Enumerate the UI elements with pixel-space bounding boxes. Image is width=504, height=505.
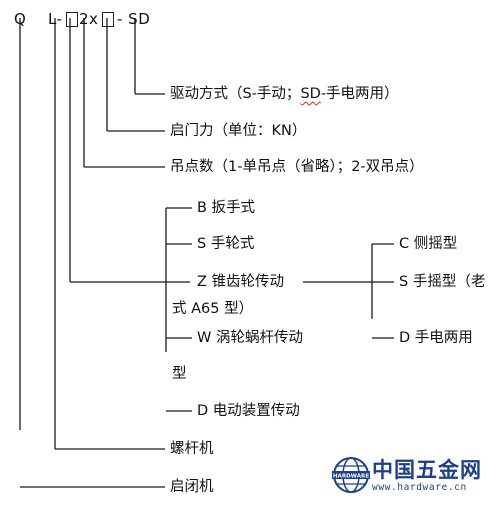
- label-drive-mode-sd: SD: [300, 86, 321, 102]
- label-s-handwheel: S 手轮式: [197, 236, 255, 252]
- label-lifting-force: 启门力（单位：KN）: [170, 123, 307, 139]
- watermark-url-text: www.hardware.cn: [372, 482, 467, 493]
- hardware-watermark-logo: HARDWARE 中国五金网 www.hardware.cn: [332, 452, 502, 502]
- label-w-tail: 型: [172, 366, 187, 382]
- code-x: 2x: [79, 10, 99, 28]
- globe-icon: HARDWARE: [332, 457, 370, 493]
- code-placeholder-box-1: [66, 12, 78, 27]
- label-drive-mode: 驱动方式（S-手动；SD-手电两用）: [170, 85, 399, 103]
- label-d-hand-electric: D 手电两用: [399, 330, 473, 346]
- label-lift-points: 吊点数（1-单吊点（省略）；2-双吊点）: [170, 159, 424, 175]
- label-drive-mode-start: 驱动方式（S-手动；: [170, 86, 301, 102]
- label-c-side-crank: C 侧摇型: [399, 236, 458, 252]
- code-placeholder-box-2: [102, 12, 114, 27]
- label-drive-mode-end: -手电两用）: [320, 86, 399, 102]
- label-hoist: 启闭机: [170, 479, 214, 495]
- label-b-wrench: B 扳手式: [197, 200, 256, 216]
- label-w-worm-gear: W 涡轮蜗杆传动: [197, 330, 303, 346]
- globe-text: HARDWARE: [333, 474, 370, 480]
- label-s-hand-crank: S 手摇型（老: [399, 274, 486, 290]
- label-screw-machine: 螺杆机: [170, 441, 214, 457]
- watermark-cn-text: 中国五金网: [372, 458, 482, 482]
- code-sd: - SD: [117, 10, 151, 28]
- label-s-crank-continued: 式 A65 型）: [172, 301, 254, 317]
- code-q: Q: [14, 10, 27, 28]
- label-d-electric-drive: D 电动装置传动: [197, 403, 300, 419]
- code-l: L-: [48, 10, 63, 28]
- label-z-bevel-gear: Z 锥齿轮传动: [197, 274, 285, 290]
